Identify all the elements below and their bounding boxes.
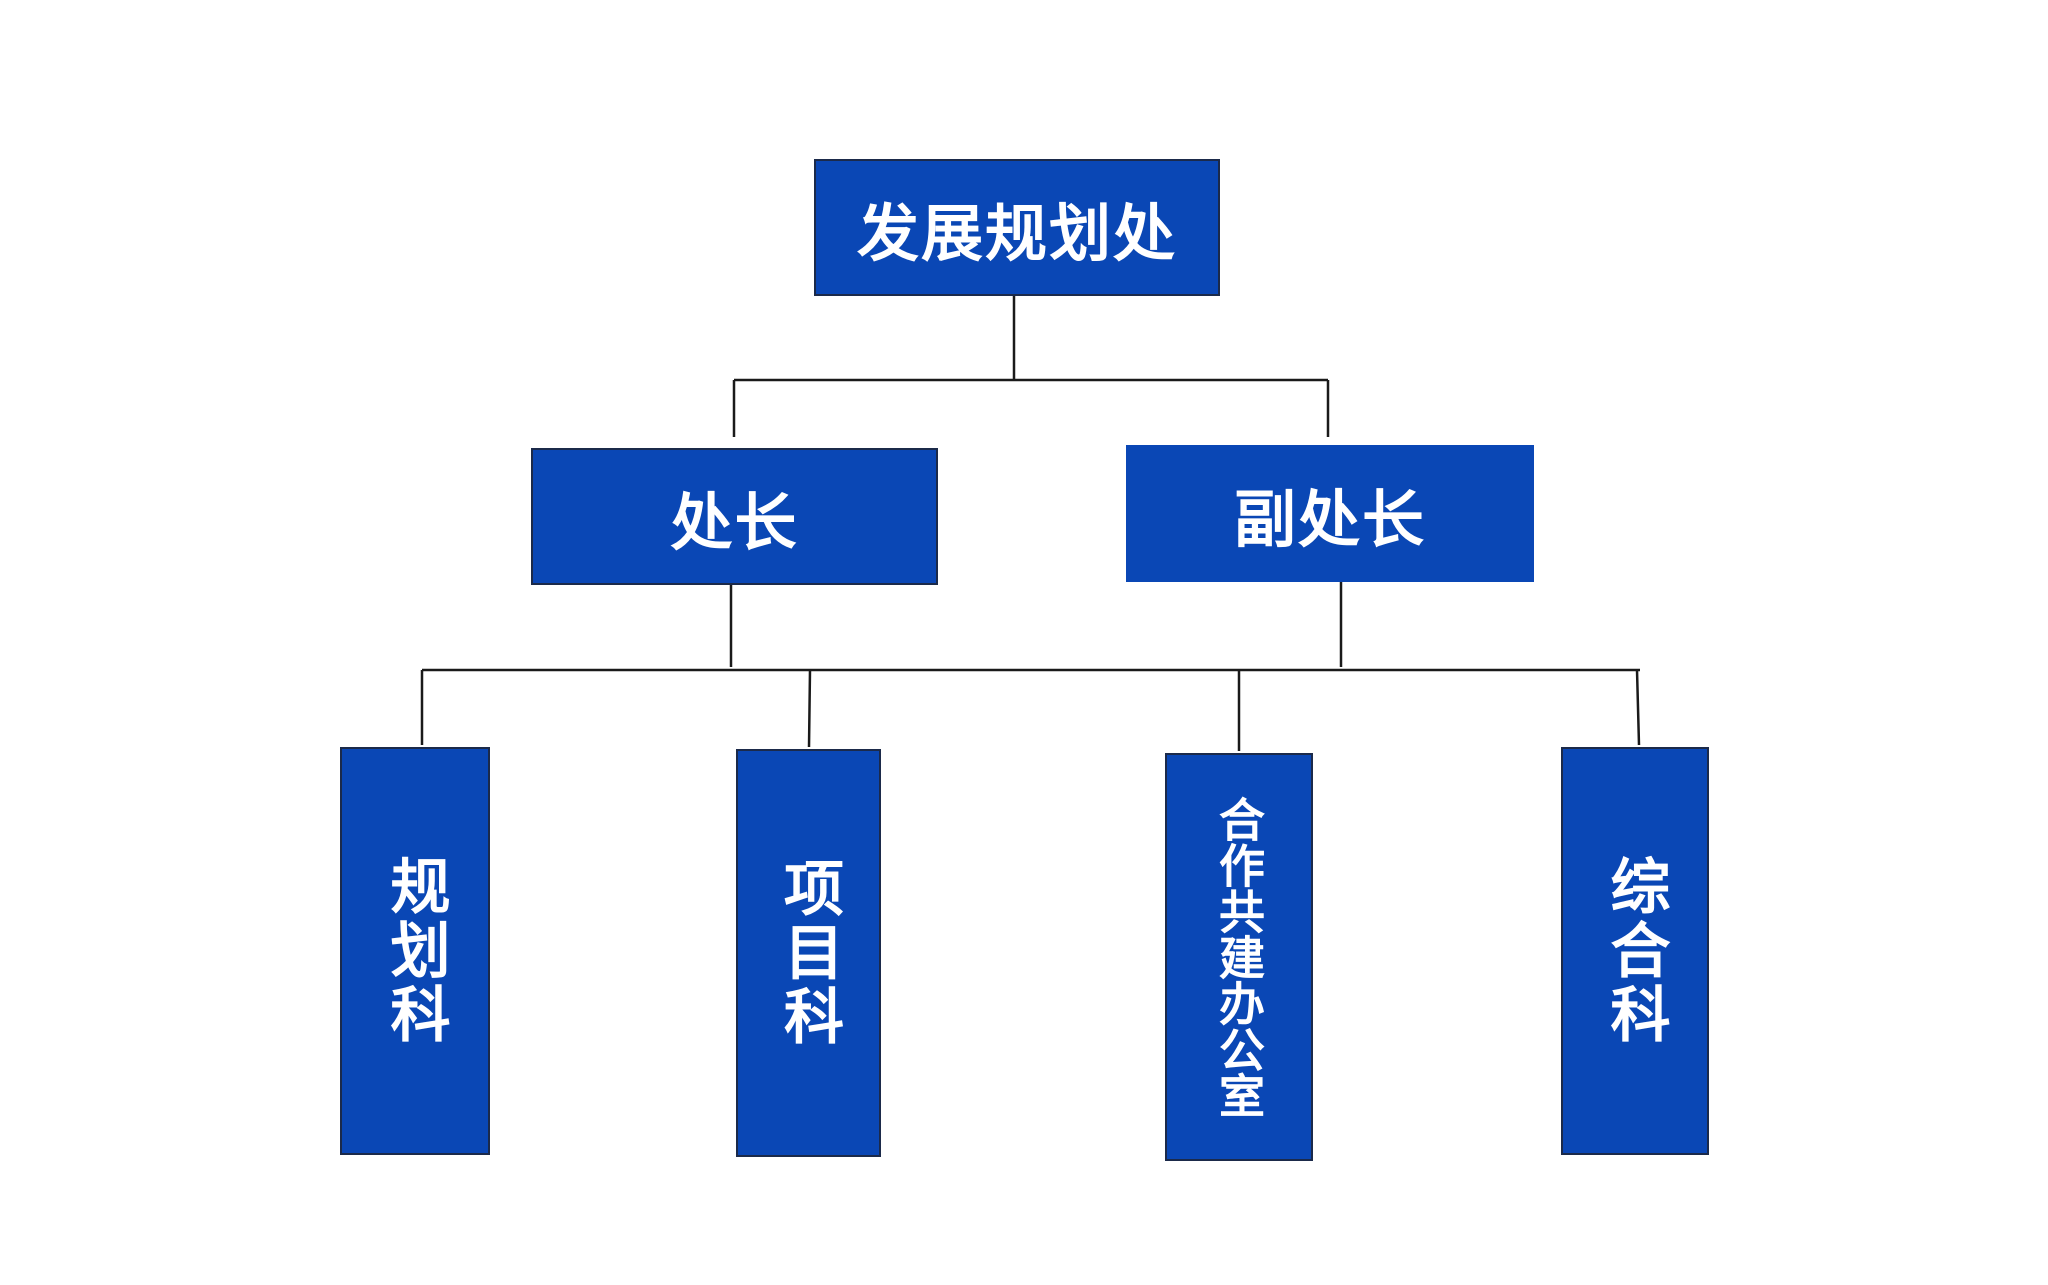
connector-level2-to-departments (420, 582, 1641, 751)
node-project-section: 项目科 (736, 749, 881, 1157)
node-director-label: 处长 (670, 485, 799, 559)
node-root: 发展规划处 (814, 159, 1220, 296)
connector-root-to-level2 (732, 296, 1330, 437)
node-director: 处长 (531, 448, 938, 585)
node-project-section-label: 项目科 (773, 857, 844, 1049)
node-cooperation-office-label: 合作共建办公室 (1212, 796, 1266, 1118)
node-general-section: 综合科 (1561, 747, 1709, 1155)
node-planning-section: 规划科 (340, 747, 490, 1155)
node-planning-section-label: 规划科 (380, 855, 450, 1047)
node-general-section-label: 综合科 (1600, 855, 1670, 1047)
node-deputy-director: 副处长 (1126, 445, 1534, 582)
node-deputy-director-label: 副处长 (1233, 482, 1426, 556)
node-root-label: 发展规划处 (856, 196, 1177, 270)
node-cooperation-office: 合作共建办公室 (1165, 753, 1313, 1161)
